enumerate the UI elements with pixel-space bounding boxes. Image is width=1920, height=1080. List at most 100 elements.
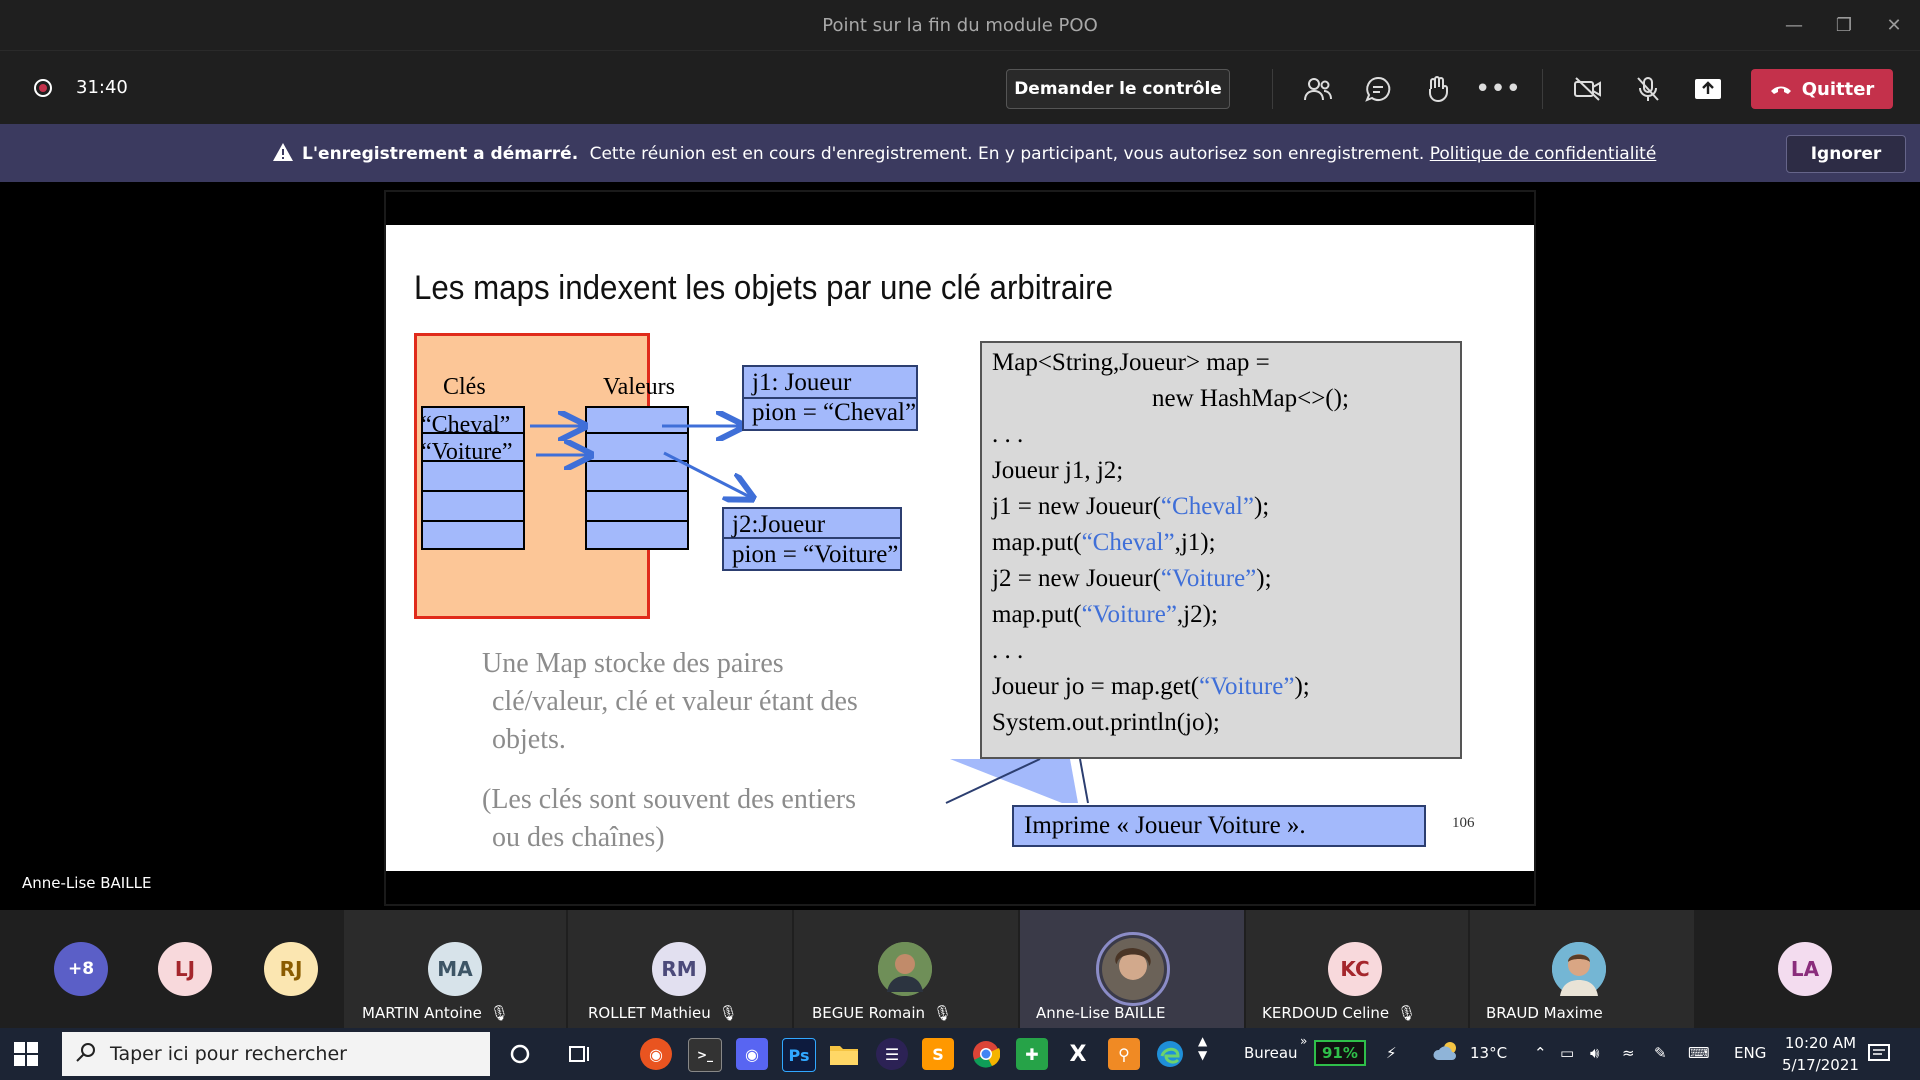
value-to-object-arrow xyxy=(663,451,750,497)
desktop-toolbar-label[interactable]: Bureau xyxy=(1244,1044,1298,1062)
file-explorer-icon[interactable] xyxy=(828,1038,860,1070)
participants-icon[interactable] xyxy=(1300,71,1336,107)
search-icon xyxy=(76,1042,96,1067)
mic-muted-icon: 🎙︎ xyxy=(489,1004,509,1022)
slide-title: Les maps indexent les objets par une clé… xyxy=(414,269,1113,307)
diagram-arrows xyxy=(530,225,1089,804)
privacy-policy-link[interactable]: Politique de confidentialité xyxy=(1429,144,1657,164)
scroll-arrows-icon[interactable]: ▲▼ xyxy=(1198,1034,1208,1062)
warning-icon xyxy=(272,143,302,164)
leave-meeting-label: Quitter xyxy=(1801,78,1875,100)
request-control-button[interactable]: Demander le contrôle xyxy=(1006,69,1230,109)
map-diagram: Clés Valeurs “Cheval” “Voiture” xyxy=(414,333,689,619)
minimize-icon[interactable]: — xyxy=(1785,14,1803,36)
language-indicator[interactable]: ENG xyxy=(1734,1044,1767,1062)
pen-icon[interactable]: ✎ xyxy=(1654,1044,1667,1062)
windows-taskbar: Taper ici pour rechercher ◉ >_ ◉ Ps ☰ S … xyxy=(0,1028,1920,1080)
clock[interactable]: 10:20 AM 5/17/2021 xyxy=(1782,1032,1859,1076)
participant-name: MARTIN Antoine xyxy=(362,1004,482,1022)
profile-photo xyxy=(1552,942,1606,996)
code-line: Joueur jo = map.get(“Voiture”); xyxy=(992,673,1310,700)
mic-off-icon[interactable] xyxy=(1630,71,1666,107)
values-header: Valeurs xyxy=(603,374,675,400)
network-tool-icon[interactable]: ✚ xyxy=(1016,1038,1048,1070)
key-cell xyxy=(421,520,525,550)
participant-tile[interactable]: BEGUE Romain 🎙︎ xyxy=(794,910,1018,1028)
code-line: j2 = new Joueur(“Voiture”); xyxy=(992,565,1272,592)
keyboard-icon[interactable]: ⌨ xyxy=(1688,1044,1710,1062)
avatar[interactable]: RJ xyxy=(264,942,318,996)
eclipse-icon[interactable]: ☰ xyxy=(876,1038,908,1070)
avatar[interactable]: LA xyxy=(1778,942,1832,996)
close-icon[interactable]: ✕ xyxy=(1886,14,1902,36)
window-title: Point sur la fin du module POO xyxy=(822,15,1098,36)
callout-pointer xyxy=(950,759,1078,803)
profile-photo xyxy=(878,942,932,996)
raise-hand-icon[interactable] xyxy=(1420,71,1456,107)
temperature[interactable]: 13°C xyxy=(1470,1044,1508,1062)
participant-name: ROLLET Mathieu xyxy=(588,1004,711,1022)
meeting-timer: 31:40 xyxy=(76,77,128,98)
terminal-icon[interactable]: >_ xyxy=(688,1038,722,1072)
wifi-icon[interactable]: ≈ xyxy=(1622,1044,1635,1062)
object-j1-name: j1: Joueur xyxy=(744,369,916,399)
sublime-text-icon[interactable]: S xyxy=(922,1038,954,1070)
object-j1-field: pion = “Cheval” xyxy=(752,399,917,426)
restore-icon[interactable]: ❐ xyxy=(1835,14,1853,36)
avatar: RM xyxy=(652,942,706,996)
code-line: . . . xyxy=(992,421,1024,448)
slide-note: (Les clés sont souvent des entiers ou de… xyxy=(482,784,857,853)
ubuntu-icon[interactable]: ◉ xyxy=(640,1038,672,1070)
mic-muted-icon: 🎙︎ xyxy=(933,1004,953,1022)
code-line: map.put(“Voiture”,j2); xyxy=(992,601,1218,628)
chevron-icon[interactable]: » xyxy=(1300,1034,1308,1048)
xming-icon[interactable]: X xyxy=(1069,1041,1087,1067)
discord-icon[interactable]: ◉ xyxy=(736,1038,768,1070)
presentation-slide: Les maps indexent les objets par une clé… xyxy=(386,225,1534,871)
object-j2-name: j2:Joueur xyxy=(724,511,900,539)
share-screen-icon[interactable] xyxy=(1690,71,1726,107)
search-placeholder: Taper ici pour rechercher xyxy=(110,1043,347,1065)
participant-tile-active-speaker[interactable]: Anne-Lise BAILLE xyxy=(1020,910,1244,1028)
avatar[interactable]: LJ xyxy=(158,942,212,996)
participant-tile[interactable]: MA MARTIN Antoine🎙︎ xyxy=(344,910,566,1028)
weather-cloud-icon[interactable] xyxy=(1432,1040,1460,1066)
chat-icon[interactable] xyxy=(1360,71,1396,107)
cortana-icon[interactable] xyxy=(504,1038,536,1070)
key-cell xyxy=(421,406,525,434)
participant-name: BEGUE Romain xyxy=(812,1004,926,1022)
participant-name: Anne-Lise BAILLE xyxy=(1036,1004,1166,1022)
battery-meter[interactable]: 91% xyxy=(1314,1040,1366,1066)
chevron-up-icon[interactable]: ⌃ xyxy=(1534,1044,1547,1062)
participant-gallery: +8 LJ RJ MA MARTIN Antoine🎙︎ RM ROLLET M… xyxy=(0,910,1920,1028)
code-line: new HashMap<>(); xyxy=(1152,385,1349,412)
edge-icon[interactable] xyxy=(1154,1038,1186,1070)
battery-icon[interactable]: ▭ xyxy=(1560,1044,1575,1062)
key-cell xyxy=(421,490,525,522)
camera-off-icon[interactable] xyxy=(1570,71,1606,107)
windows-start-icon[interactable] xyxy=(14,1042,38,1070)
mic-muted-icon: 🎙︎ xyxy=(1397,1004,1417,1022)
window-title-bar: Point sur la fin du module POO — ❐ ✕ xyxy=(0,0,1920,50)
phone-hangup-icon xyxy=(1770,79,1792,100)
leave-meeting-button[interactable]: Quitter xyxy=(1751,69,1893,109)
participant-tile[interactable]: RM ROLLET Mathieu🎙︎ xyxy=(568,910,792,1028)
participant-tile[interactable]: BRAUD Maxime xyxy=(1470,910,1694,1028)
task-view-icon[interactable] xyxy=(564,1038,596,1070)
vpn-lock-icon[interactable]: ⚲ xyxy=(1108,1038,1140,1070)
output-callout: Imprime « Joueur Voiture ». xyxy=(1012,805,1426,847)
photoshop-icon[interactable]: Ps xyxy=(782,1038,816,1072)
avatar: KC xyxy=(1328,942,1382,996)
more-options-icon[interactable]: ••• xyxy=(1475,74,1522,104)
more-participants-button[interactable]: +8 xyxy=(54,942,108,996)
object-j2: j2:Joueur pion = “Voiture” xyxy=(722,507,902,571)
code-line: Map<String,Joueur> map = xyxy=(992,349,1270,376)
code-line: j1 = new Joueur(“Cheval”); xyxy=(992,493,1270,520)
shared-content-frame xyxy=(384,190,1536,906)
chrome-icon[interactable] xyxy=(970,1038,1002,1070)
volume-icon[interactable]: 🔊︎ xyxy=(1590,1044,1600,1062)
taskbar-search[interactable]: Taper ici pour rechercher xyxy=(62,1032,490,1076)
notifications-icon[interactable] xyxy=(1868,1044,1890,1068)
ignore-button[interactable]: Ignorer xyxy=(1786,135,1906,173)
participant-tile[interactable]: KC KERDOUD Celine🎙︎ xyxy=(1246,910,1468,1028)
